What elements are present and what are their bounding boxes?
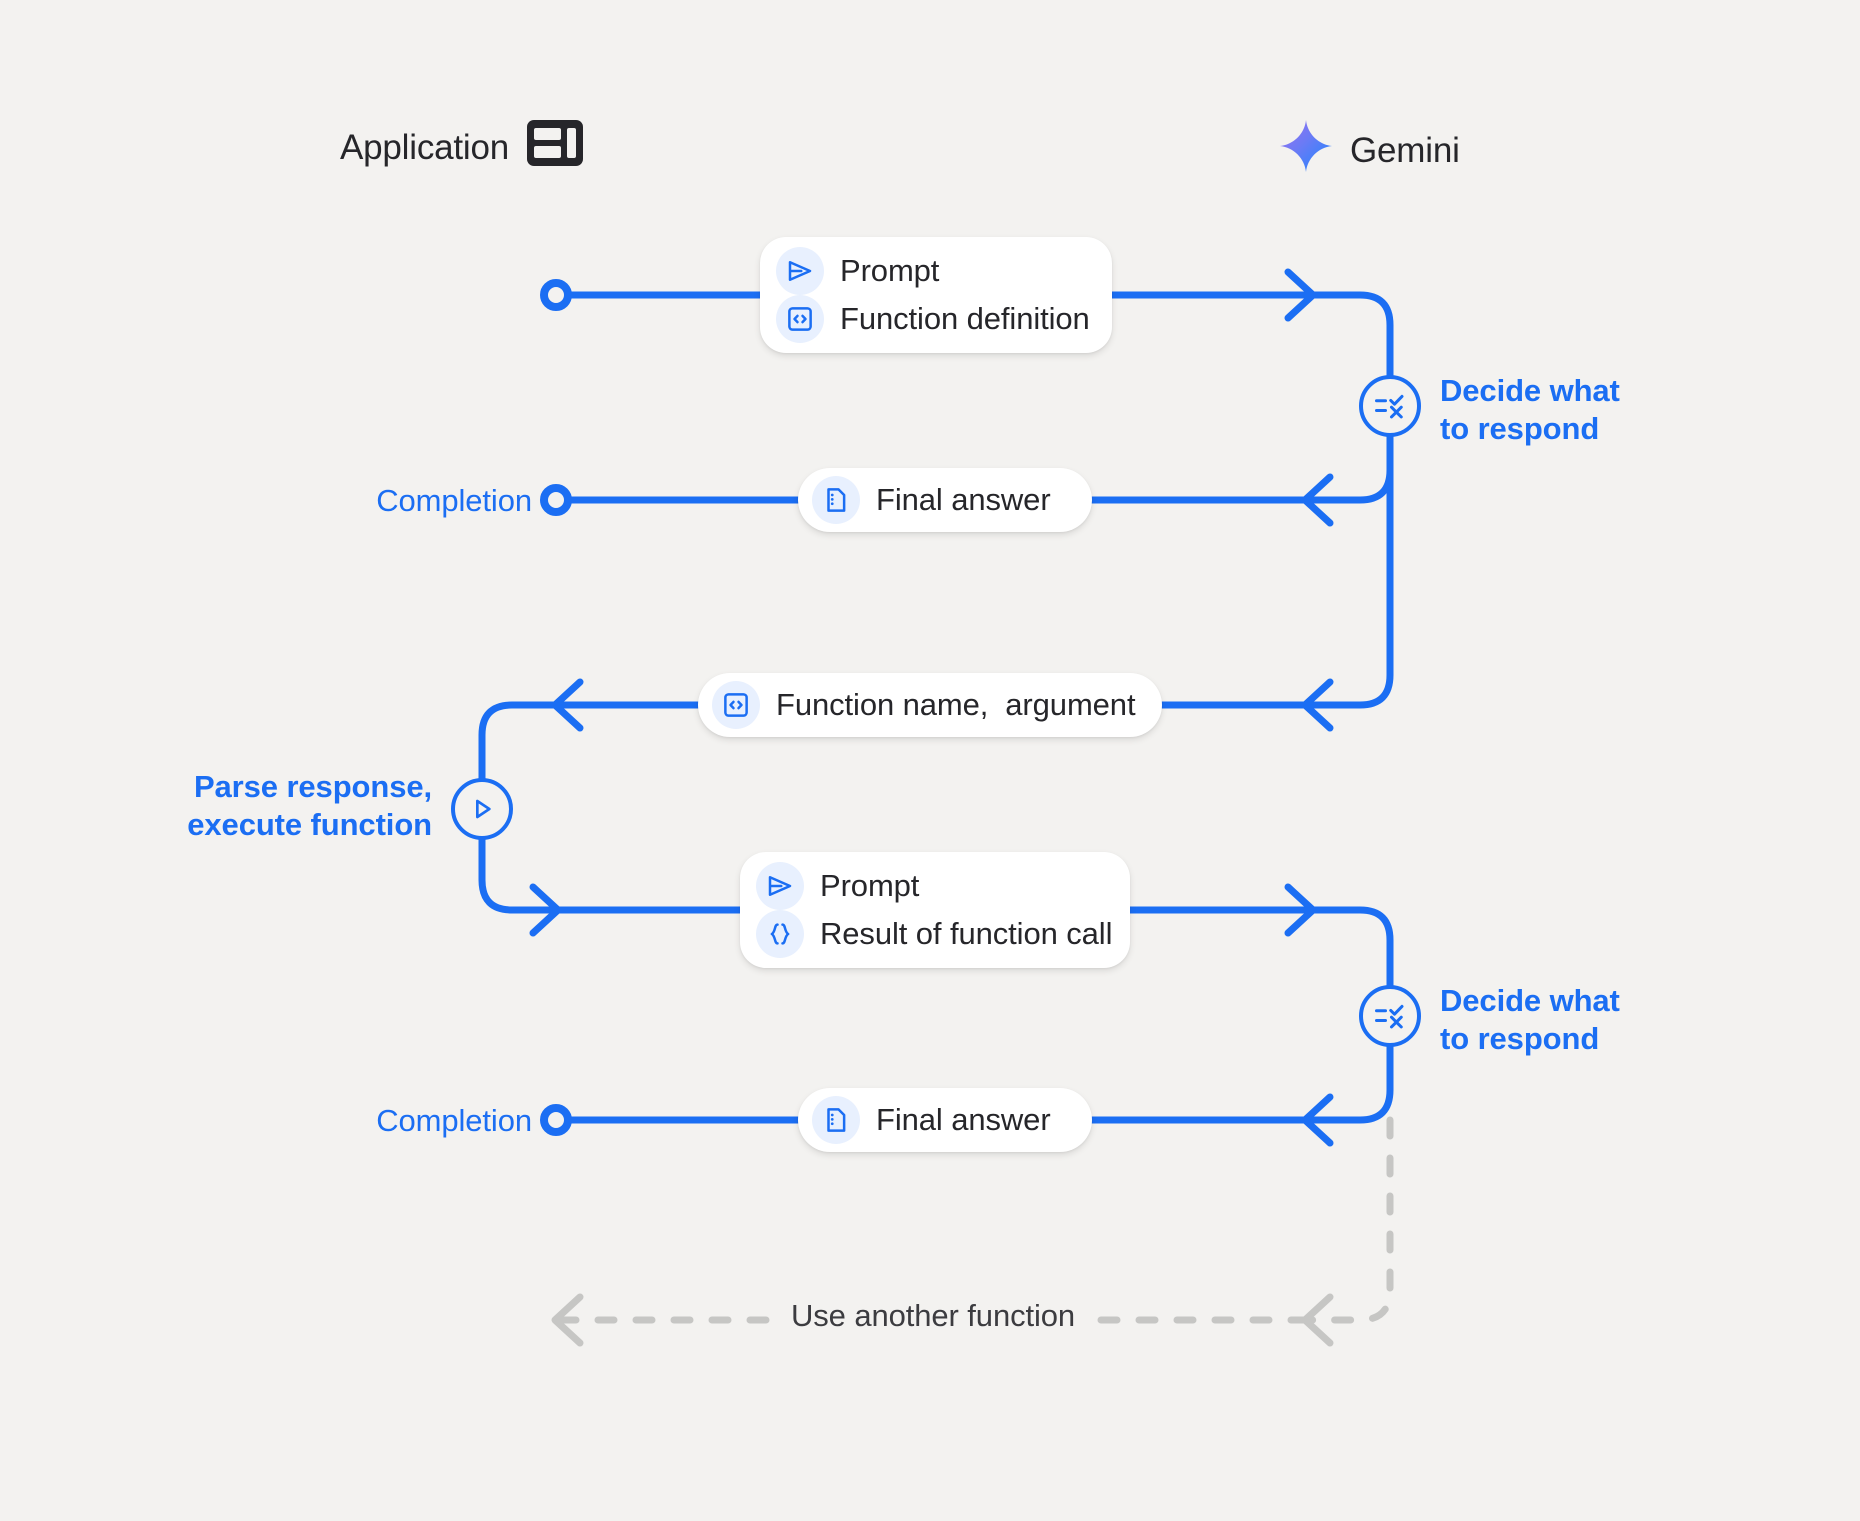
step-label-decide-two: Decide what to respond <box>1440 983 1620 1056</box>
bubble-row: Prompt <box>776 247 1082 295</box>
checklist-decision-icon <box>1359 985 1421 1047</box>
curly-braces-icon <box>756 910 804 958</box>
message-bubble-request-one[interactable]: Prompt Function definition <box>760 237 1112 353</box>
bubble-text: Function definition <box>840 301 1090 336</box>
code-brackets-icon <box>776 295 824 343</box>
bubble-text: Prompt <box>840 253 940 288</box>
flow-decide-one-return <box>540 433 1394 527</box>
bubble-row: Result of function call <box>756 910 1112 958</box>
flow-request-two <box>478 836 1394 989</box>
message-bubble-final-answer-one[interactable]: Final answer <box>798 468 1092 532</box>
play-icon <box>451 778 513 840</box>
loop-back-arrowheads <box>551 1293 1334 1347</box>
bubble-row: Final answer <box>812 1096 1060 1144</box>
bubble-row: Final answer <box>812 476 1060 524</box>
actor-application-label: Application <box>340 128 510 167</box>
message-bubble-final-answer-two[interactable]: Final answer <box>798 1088 1092 1152</box>
document-icon <box>812 476 860 524</box>
flow-final-answer-two <box>540 1043 1394 1147</box>
loop-caption: Use another function <box>775 1298 1092 1334</box>
step-label-decide-one: Decide what to respond <box>1440 373 1620 446</box>
bubble-row: Prompt <box>756 862 1100 910</box>
send-icon <box>756 862 804 910</box>
bubble-text: Final answer <box>876 482 1051 517</box>
checklist-decision-icon <box>1359 375 1421 437</box>
document-icon <box>812 1096 860 1144</box>
dashboard-layout-icon <box>527 120 584 175</box>
actor-gemini: Gemini <box>1280 120 1460 181</box>
flow-request-one <box>540 268 1394 379</box>
message-bubble-request-two[interactable]: Prompt Result of function call <box>740 852 1130 968</box>
bubble-row: Function definition <box>776 295 1090 343</box>
step-label-completion-two: Completion <box>376 1103 532 1138</box>
actor-gemini-label: Gemini <box>1350 131 1460 170</box>
step-label-parse-execute: Parse response, execute function <box>187 769 432 842</box>
bubble-text: Result of function call <box>820 916 1113 951</box>
send-icon <box>776 247 824 295</box>
step-label-completion-one: Completion <box>376 483 532 518</box>
bubble-row: Function name, argument <box>712 681 1136 729</box>
bubble-text: Prompt <box>820 868 920 903</box>
gemini-sparkle-icon <box>1280 120 1332 181</box>
bubble-text: Function name, argument <box>776 687 1136 722</box>
code-brackets-icon <box>712 681 760 729</box>
bubble-text: Final answer <box>876 1102 1051 1137</box>
message-bubble-function-call[interactable]: Function name, argument <box>698 673 1162 737</box>
actor-application: Application <box>340 120 584 175</box>
flow-function-call <box>478 433 1394 782</box>
